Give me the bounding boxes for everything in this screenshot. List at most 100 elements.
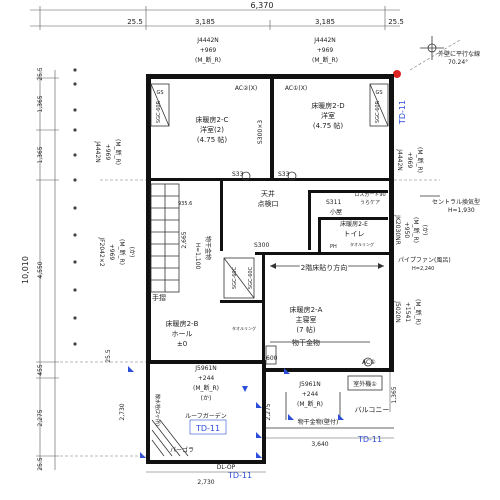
window-height: +969	[108, 244, 115, 261]
wall-parallel-angle: 70.24°	[448, 59, 468, 66]
pipe-fan-label: パイプファン(風呂)	[398, 257, 451, 264]
inner-dim-2730: 2,730	[119, 403, 126, 420]
outdoor-unit-box	[347, 375, 383, 391]
window-spec: (M_断_R)	[114, 139, 122, 165]
room-heating-label: 床暖房2-C	[196, 115, 229, 124]
window-code: J4442N	[313, 37, 336, 44]
window-note: (か)	[201, 395, 212, 402]
window-spec: (M_断_R)	[195, 56, 221, 64]
sgc-label-2: SGC-60R	[375, 100, 381, 123]
room-area-label: (4.75 帖)	[197, 135, 228, 144]
s33-markers	[241, 171, 297, 181]
stair-dim-2665: 2,665	[181, 231, 188, 248]
interior-walls	[151, 79, 391, 369]
room-2d: 床暖房2-D 洋室 (4.75 帖)	[311, 101, 344, 130]
central-ventilation-note: セントラル換気型 H=1,930	[420, 195, 480, 214]
left-dim-6: 2,275	[37, 409, 44, 426]
ceiling-hatch: 天井 点検口	[258, 189, 279, 208]
s300x3-label: S300×3	[257, 120, 264, 144]
dim-600-label: 600	[266, 355, 278, 362]
balcony-label: バルコニー	[355, 406, 390, 414]
floor-direction-label: 2階床貼り方向	[301, 263, 347, 272]
clothes-rack	[265, 341, 370, 365]
window-left-upper: J4442N +969 (M_断_R)	[94, 139, 122, 165]
left-dim-7: 25.5	[37, 457, 44, 471]
ph-label: PH	[330, 244, 337, 250]
window-bottom-left: J5961N +244 (M_断_R) (か)	[193, 365, 219, 402]
left-dimension-lines	[36, 70, 59, 470]
inner-dim-25-5: 25.5	[105, 349, 112, 363]
window-bottom-right: J5961N +244 (M_断_R)	[297, 381, 323, 408]
wall-parallel-marker	[409, 36, 461, 71]
rack-label-2: 物干金物	[292, 338, 320, 347]
balcony-railing	[266, 392, 394, 429]
pergola-label: パーゴラ	[170, 446, 194, 454]
room-heating-label: 床暖房2-A	[290, 305, 323, 314]
window-spec: (M_断_R)	[193, 384, 219, 392]
window-spec: (M_断_R)	[312, 56, 338, 64]
left-tick-marks	[73, 68, 77, 346]
ac-label-1: AC①(X)	[285, 85, 307, 92]
right-dim-label: 1,365	[391, 386, 398, 403]
blue-markers	[128, 366, 344, 458]
td-label-bottom-center: TD-11	[357, 435, 382, 444]
room-name-label: ホール	[172, 330, 193, 338]
top-span-left-label: 3,185	[195, 18, 215, 26]
column-dashed-lines	[60, 179, 440, 457]
central-height: H=1,930	[448, 207, 475, 214]
stair-height-label: H=1,100	[194, 243, 201, 270]
window-top-left: J4442N +969 (M_断_R)	[195, 37, 221, 64]
exterior-walls	[146, 74, 394, 464]
window-code: JK2030NR	[394, 214, 401, 245]
outdoor-unit-label: 室外機①	[353, 380, 376, 388]
window-code: J5961N	[194, 365, 217, 372]
small-roof-label: 小屋	[330, 208, 342, 216]
room-name-label: 主寝室	[296, 315, 317, 324]
room-heating-label: 床暖房2-B	[166, 319, 199, 328]
left-dim-3: 1,365	[37, 146, 44, 163]
toilet-heating-label: 床暖房2-E	[340, 220, 368, 228]
window-height: +969	[200, 47, 217, 54]
window-spec: (M_断_R)	[414, 299, 422, 325]
room-level-label: ±0	[177, 340, 187, 348]
top-span-right-label: 3,185	[315, 18, 335, 26]
room-name-label: 洋室	[321, 111, 335, 120]
pipe-fan-note: パイプファン(風呂) H=2,240	[398, 257, 451, 272]
bottom-dim-3640: 3,640	[311, 441, 328, 448]
staircase	[150, 183, 180, 293]
td-box-inner	[189, 419, 227, 435]
window-code: J4442N	[94, 140, 101, 163]
left-dim-4: 4,550	[37, 261, 44, 278]
rosgard-label-2: うらケア	[360, 199, 380, 206]
pergola-hatch	[151, 419, 189, 457]
window-height: +244	[198, 375, 215, 382]
towel-ring-label-2: タオルリング	[232, 325, 256, 331]
room-2a: 床暖房2-A 主寝室 (7 帖)	[290, 305, 323, 334]
window-right-mid: JK2030NR +950 (M_断_R) (か)	[394, 214, 428, 245]
s300-label: S300	[254, 242, 269, 249]
rack-label-3: 物干金物(壁付)	[298, 418, 339, 426]
window-height: +969	[317, 47, 334, 54]
window-code: J5020N	[394, 300, 401, 323]
toilet-name-label: トイレ	[344, 230, 365, 238]
window-note: (か)	[421, 225, 428, 236]
room-heating-label: 床暖房2-D	[311, 101, 344, 110]
left-dim-1: 25.5	[37, 67, 44, 81]
window-spec: (M_断_R)	[118, 239, 126, 265]
stair-dim-935: 935.6	[178, 201, 192, 207]
roof-garden-label: ルーフガーデン	[185, 412, 227, 420]
right-dimension-1365: 1,365	[389, 372, 398, 412]
sgc-label-1: SGC-60R	[156, 100, 162, 123]
left-dim-5: 455	[37, 364, 44, 376]
ac-label-2: AC②(X)	[235, 85, 257, 92]
window-code: J4442N	[196, 37, 219, 44]
s311-label: S311	[326, 199, 341, 206]
window-spec: (M_断_R)	[412, 217, 420, 243]
master-closet	[223, 257, 255, 299]
bottom-dimension-lines	[146, 437, 394, 473]
room-area-label: (7 帖)	[296, 325, 315, 334]
left-dim-2: 1,365	[37, 95, 44, 112]
floor-direction-arrow	[270, 263, 384, 269]
top-left-margin-label: 25.5	[127, 18, 143, 26]
